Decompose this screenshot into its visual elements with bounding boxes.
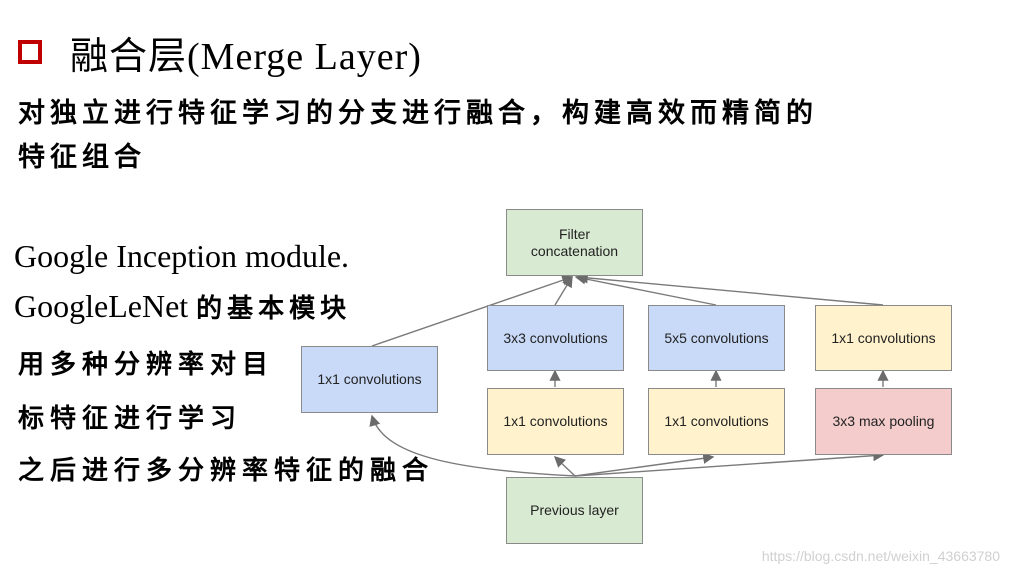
description-line-2: 特征组合 bbox=[18, 142, 146, 173]
conv-1x1-top-right-node: 1x1 convolutions bbox=[815, 305, 952, 371]
arrow-prev-to-maxpool bbox=[574, 450, 885, 477]
title-zh: 融合层 bbox=[70, 33, 188, 78]
arrow-1x1right-to-concat bbox=[576, 272, 884, 306]
left-text-line-5: 之后进行多分辨率特征的融合 bbox=[18, 456, 435, 486]
previous-layer-node: Previous layer bbox=[506, 477, 643, 544]
max-pooling-node: 3x3 max pooling bbox=[815, 388, 952, 455]
title-row: 融合层(Merge Layer) bbox=[18, 26, 422, 78]
conv-3x3-node: 3x3 convolutions bbox=[487, 305, 624, 371]
arrow-prev-to-1x1-mid-a bbox=[553, 456, 576, 477]
title-en: (Merge Layer) bbox=[187, 35, 422, 78]
conv-5x5-node: 5x5 convolutions bbox=[648, 305, 785, 371]
left-text-line-4: 标特征进行学习 bbox=[18, 404, 243, 434]
left-text-line-2-en: GoogleLeNet bbox=[14, 288, 189, 324]
bullet-square-icon bbox=[18, 40, 42, 64]
page-title: 融合层(Merge Layer) bbox=[70, 25, 422, 80]
left-text-line-2-zh: 的基本模块 bbox=[196, 294, 352, 324]
filter-concatenation-line-1: Filter bbox=[558, 225, 591, 242]
conv-1x1-left-node: 1x1 convolutions bbox=[301, 346, 438, 413]
description: 对独立进行特征学习的分支进行融合，构建高效而精简的 特征组合 bbox=[18, 92, 948, 180]
filter-concatenation-line-2: concatenation bbox=[530, 242, 619, 259]
description-line-1: 对独立进行特征学习的分支进行融合，构建高效而精简的 bbox=[18, 98, 818, 129]
arrow-prev-to-1x1-mid-b bbox=[574, 452, 715, 477]
filter-concatenation-node: Filter concatenation bbox=[506, 209, 643, 276]
conv-1x1-mid-a-node: 1x1 convolutions bbox=[487, 388, 624, 455]
arrow-5x5-to-concat bbox=[574, 273, 717, 306]
arrow-3x3-to-concat bbox=[554, 275, 573, 306]
left-text-line-3: 用多种分辨率对目 bbox=[18, 350, 275, 380]
conv-1x1-mid-b-node: 1x1 convolutions bbox=[648, 388, 785, 455]
left-text-line-2: GoogleLeNet 的基本模块 bbox=[14, 288, 351, 325]
left-text-line-1: Google Inception module. bbox=[14, 238, 350, 274]
watermark: https://blog.csdn.net/weixin_43663780 bbox=[761, 548, 1000, 564]
